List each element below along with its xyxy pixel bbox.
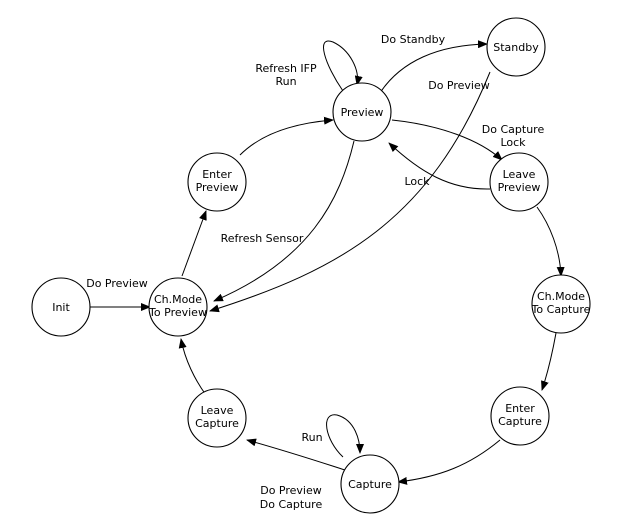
edge-capture-to-leave-capture bbox=[246, 438, 346, 471]
state-ch-mode-to-capture: Ch.Mode To Capture bbox=[531, 274, 591, 334]
state-leave-preview-label-line1: Leave bbox=[503, 168, 536, 181]
edge-leave-capture-to-ch-mode-preview bbox=[178, 338, 207, 396]
state-ch-mode-to-preview-label-line2: To Preview bbox=[148, 306, 207, 319]
edge-standby-to-ch-mode-preview bbox=[209, 71, 491, 313]
edge-enter-preview-to-preview bbox=[239, 116, 334, 156]
label-do-standby: Do Standby bbox=[381, 33, 446, 46]
state-leave-preview: Leave Preview bbox=[489, 152, 549, 212]
state-leave-capture-label-line1: Leave bbox=[201, 404, 234, 417]
edge-enter-capture-to-capture bbox=[397, 439, 501, 485]
label-refresh-sensor: Refresh Sensor bbox=[221, 232, 304, 245]
state-init-label: Init bbox=[52, 301, 70, 314]
edge-ch-mode-capture-to-enter-capture bbox=[541, 332, 557, 391]
state-enter-capture-label-line2: Capture bbox=[498, 415, 542, 428]
edge-ch-mode-preview-to-enter-preview bbox=[181, 210, 207, 277]
edge-preview-to-standby bbox=[377, 40, 488, 97]
state-standby: Standby bbox=[486, 17, 546, 77]
state-leave-capture: Leave Capture bbox=[187, 388, 247, 448]
label-do-preview-capture: Do Preview bbox=[260, 484, 322, 497]
state-ch-mode-to-preview: Ch.Mode To Preview bbox=[148, 277, 208, 337]
edge-preview-to-ch-mode-preview bbox=[213, 140, 355, 302]
label-do-preview-init: Do Preview bbox=[86, 277, 148, 290]
edge-capture-self-loop bbox=[326, 414, 364, 458]
transition-labels: Do Preview Refresh IFP Run Do Standby Do… bbox=[86, 33, 544, 511]
state-enter-capture-label-line1: Enter bbox=[505, 402, 535, 415]
edge-leave-preview-to-ch-mode-capture bbox=[536, 206, 565, 277]
state-enter-preview-label-line1: Enter bbox=[202, 168, 232, 181]
label-lock-upper: Lock bbox=[500, 136, 526, 149]
label-lock: Lock bbox=[404, 175, 430, 188]
state-enter-preview-label-line2: Preview bbox=[196, 181, 239, 194]
state-init: Init bbox=[31, 277, 91, 337]
state-ch-mode-to-capture-label-line2: To Capture bbox=[531, 303, 591, 316]
state-leave-preview-label-line2: Preview bbox=[498, 181, 541, 194]
state-capture-label: Capture bbox=[348, 478, 392, 491]
state-capture: Capture bbox=[340, 454, 400, 514]
label-run-capture: Run bbox=[301, 431, 322, 444]
edge-leave-preview-to-preview bbox=[388, 142, 491, 190]
label-do-capture: Do Capture bbox=[482, 123, 545, 136]
transition-edges bbox=[90, 40, 565, 485]
state-standby-label: Standby bbox=[493, 41, 539, 54]
state-enter-capture: Enter Capture bbox=[490, 386, 550, 446]
state-ch-mode-to-capture-label-line1: Ch.Mode bbox=[537, 290, 585, 303]
label-run-preview: Run bbox=[275, 75, 296, 88]
state-preview: Preview bbox=[332, 82, 392, 142]
edge-preview-self-loop bbox=[323, 40, 363, 92]
label-do-capture-bottom: Do Capture bbox=[260, 498, 323, 511]
state-nodes: Init Ch.Mode To Preview Enter Preview Pr… bbox=[31, 17, 591, 514]
state-ch-mode-to-preview-label-line1: Ch.Mode bbox=[154, 293, 202, 306]
label-do-preview-standby: Do Preview bbox=[428, 79, 490, 92]
label-refresh-ifp: Refresh IFP bbox=[255, 62, 317, 75]
state-enter-preview: Enter Preview bbox=[187, 152, 247, 212]
state-preview-label: Preview bbox=[341, 106, 384, 119]
edge-preview-to-leave-preview bbox=[391, 119, 503, 161]
state-leave-capture-label-line2: Capture bbox=[195, 417, 239, 430]
